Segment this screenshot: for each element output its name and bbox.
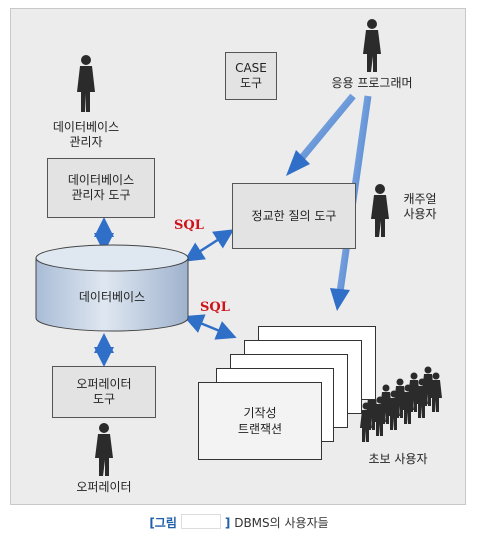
db-transaction-arrow <box>183 314 237 340</box>
database-label: 데이터베이스 <box>78 290 146 304</box>
operator-label: 오퍼레이터 <box>76 480 132 494</box>
caption-number-blank <box>180 514 221 529</box>
database-cylinder <box>35 244 189 332</box>
sql-label-upper: SQL <box>174 218 204 233</box>
casual-user-label: 캐주얼 사용자 <box>392 192 448 222</box>
operator-tool-box: 오퍼레이터 도구 <box>52 366 156 418</box>
programmer-to-query-arrowhead <box>286 150 310 176</box>
naive-user-figure <box>360 402 372 442</box>
canned-tx-line2: 트랜잭션 <box>237 422 283 436</box>
casual-user-line2: 사용자 <box>403 207 437 221</box>
db-query-arrow <box>183 229 235 262</box>
figure-caption: [그림] DBMS의 사용자들 <box>0 514 478 531</box>
naive-users-group-icon <box>360 366 442 442</box>
query-tool-label: 정교한 질의 도구 <box>251 208 337 223</box>
dba-label: 데이터베이스 관리자 <box>40 120 132 150</box>
canned-tx-line1: 기작성 <box>243 406 277 420</box>
dba-person-icon <box>77 55 95 112</box>
naive-user-figure <box>416 378 428 418</box>
sql-label-lower: SQL <box>200 300 230 315</box>
operator-tool-line2: 도구 <box>92 392 116 406</box>
case-tool-box: CASE 도구 <box>225 52 277 100</box>
naive-user-figure <box>402 384 414 424</box>
operator-tool-line1: 오퍼레이터 <box>76 377 132 391</box>
programmer-to-transaction-arrowhead <box>330 288 350 311</box>
naive-user-figure <box>374 396 386 436</box>
casual-user-line1: 캐주얼 <box>403 192 437 206</box>
operator-person-icon <box>95 423 113 476</box>
dba-tool-line1: 데이터베이스 <box>67 173 135 187</box>
naive-user-figure <box>430 372 442 412</box>
programmer-to-query-arrow <box>297 93 356 163</box>
naive-user-figure <box>388 390 400 430</box>
casual-user-person-icon <box>371 184 389 237</box>
dba-tool-box: 데이터베이스 관리자 도구 <box>47 158 155 218</box>
app-programmer-person-icon <box>363 19 381 72</box>
app-programmer-label: 응용 프로그래머 <box>331 76 413 90</box>
query-tool-box: 정교한 질의 도구 <box>232 183 356 249</box>
dba-label-line2: 관리자 <box>69 135 103 149</box>
caption-open: [그림 <box>149 516 177 530</box>
canned-transaction-box: 기작성 트랜잭션 <box>198 382 322 460</box>
dba-tool-line2: 관리자 도구 <box>71 188 131 202</box>
caption-text: DBMS의 사용자들 <box>234 516 329 530</box>
case-tool-line2: 도구 <box>239 76 263 90</box>
case-tool-line1: CASE <box>235 61 267 75</box>
dba-label-line1: 데이터베이스 <box>52 120 120 134</box>
caption-close: ] <box>224 516 231 530</box>
naive-users-label: 초보 사용자 <box>368 452 428 466</box>
